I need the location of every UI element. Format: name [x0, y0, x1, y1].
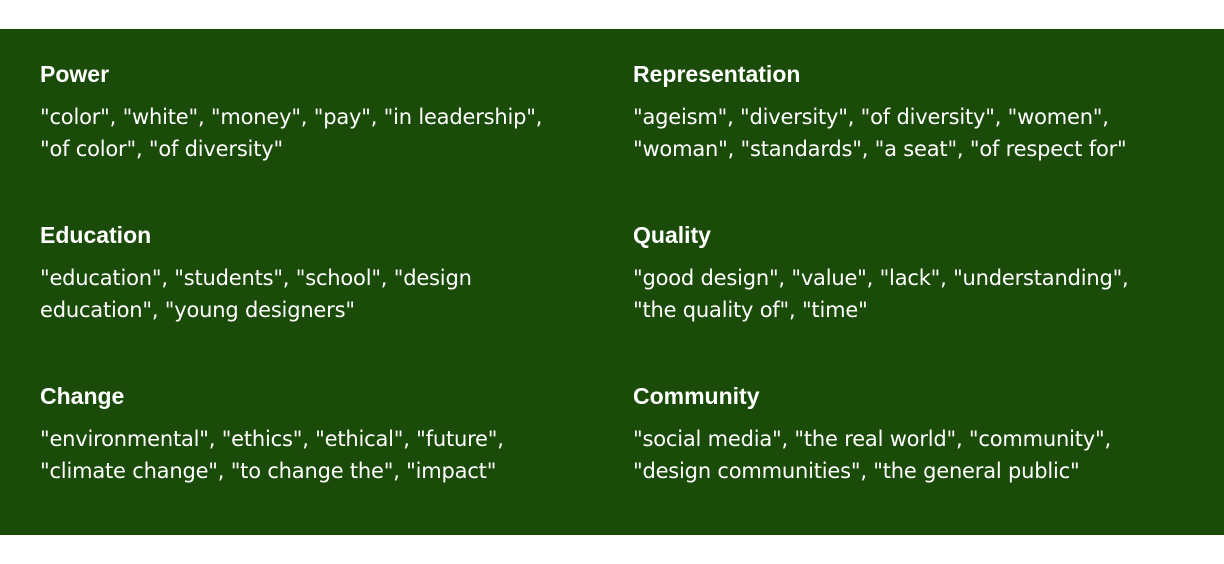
category-title: Community: [633, 383, 760, 409]
category-terms: "environmental", "ethics", "ethical", "f…: [40, 423, 610, 487]
category-terms: "good design", "value", "lack", "underst…: [633, 262, 1203, 326]
terms-line: "of color", "of diversity": [40, 137, 283, 161]
category-panel: Power "color", "white", "money", "pay", …: [0, 29, 1224, 535]
category-change: Change "environmental", "ethics", "ethic…: [40, 381, 610, 487]
category-title: Quality: [633, 222, 711, 248]
terms-line: education", "young designers": [40, 298, 355, 322]
terms-line: "social media", "the real world", "commu…: [633, 427, 1111, 451]
terms-line: "climate change", "to change the", "impa…: [40, 459, 497, 483]
category-power: Power "color", "white", "money", "pay", …: [40, 59, 610, 165]
category-title: Change: [40, 383, 125, 409]
category-title: Power: [40, 61, 110, 87]
category-title: Education: [40, 222, 152, 248]
terms-line: "environmental", "ethics", "ethical", "f…: [40, 427, 504, 451]
terms-line: "the quality of", "time": [633, 298, 868, 322]
terms-line: "education", "students", "school", "desi…: [40, 266, 472, 290]
category-terms: "ageism", "diversity", "of diversity", "…: [633, 101, 1203, 165]
terms-line: "woman", "standards", "a seat", "of resp…: [633, 137, 1127, 161]
terms-line: "color", "white", "money", "pay", "in le…: [40, 105, 543, 129]
category-title: Representation: [633, 61, 801, 87]
category-terms: "education", "students", "school", "desi…: [40, 262, 610, 326]
category-terms: "social media", "the real world", "commu…: [633, 423, 1203, 487]
category-education: Education "education", "students", "scho…: [40, 220, 610, 326]
terms-line: "design communities", "the general publi…: [633, 459, 1080, 483]
category-community: Community "social media", "the real worl…: [633, 381, 1203, 487]
category-representation: Representation "ageism", "diversity", "o…: [633, 59, 1203, 165]
category-quality: Quality "good design", "value", "lack", …: [633, 220, 1203, 326]
terms-line: "ageism", "diversity", "of diversity", "…: [633, 105, 1109, 129]
category-terms: "color", "white", "money", "pay", "in le…: [40, 101, 610, 165]
terms-line: "good design", "value", "lack", "underst…: [633, 266, 1129, 290]
